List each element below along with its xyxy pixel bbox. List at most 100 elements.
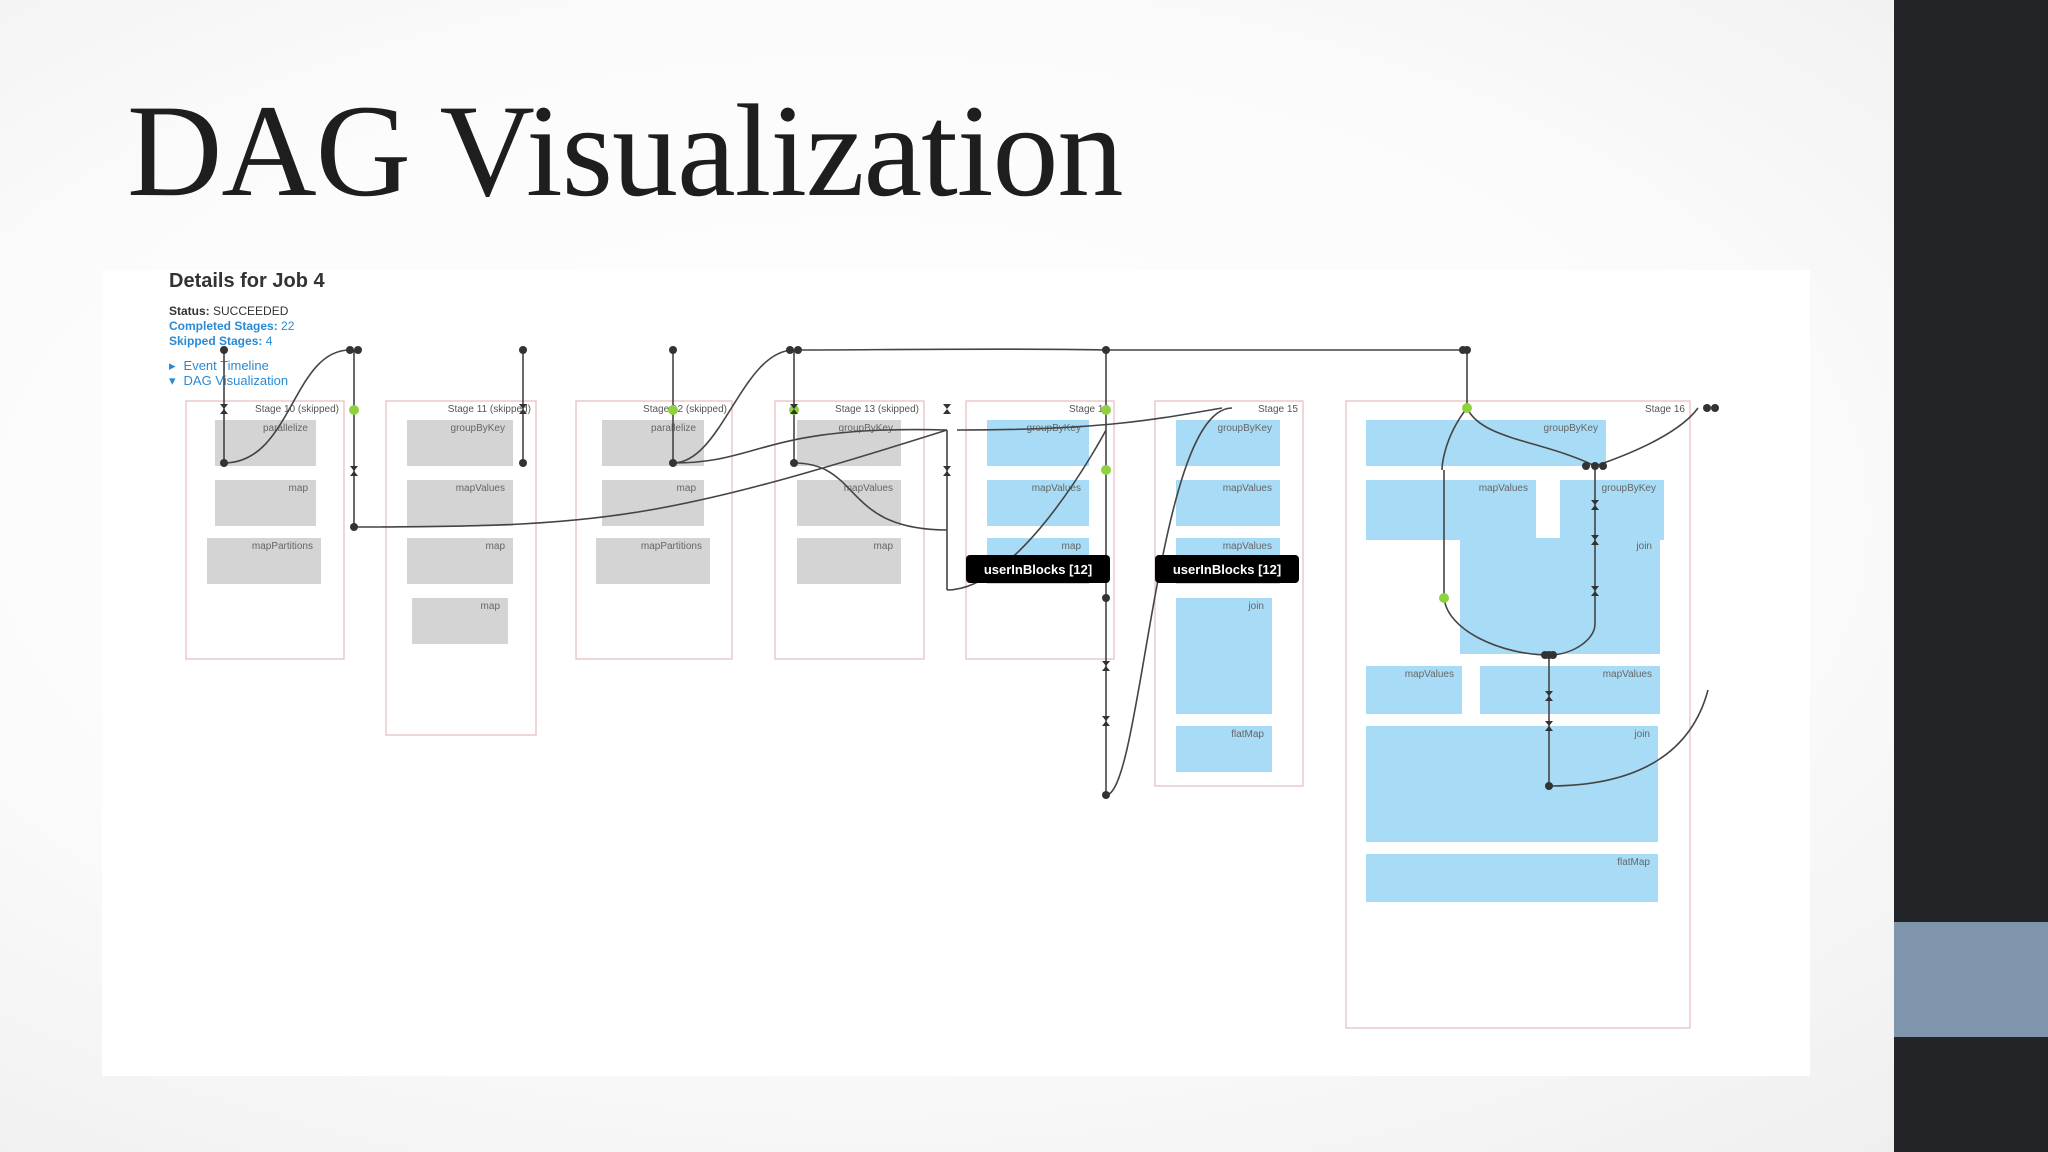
rdd-marker [350, 466, 358, 476]
slide-side-accent [1894, 922, 2048, 1037]
rdd-marker [1102, 661, 1110, 671]
operation-label: mapValues [1223, 483, 1272, 494]
operation-node[interactable] [407, 420, 513, 466]
rdd-dot [1711, 404, 1719, 412]
rdd-dot [354, 346, 362, 354]
operation-label: mapPartitions [641, 541, 702, 552]
rdd-tooltip: userInBlocks [12] [1155, 555, 1299, 583]
rdd-marker [790, 404, 798, 414]
rdd-marker [1545, 721, 1553, 731]
rdd-dot [1102, 594, 1110, 602]
rdd-dot [1591, 462, 1599, 470]
slide-title: DAG Visualization [127, 77, 1123, 224]
rdd-dot [519, 346, 527, 354]
operation-label: map [677, 483, 697, 494]
rdd-dot [1459, 346, 1467, 354]
operation-label: groupByKey [1218, 423, 1272, 434]
rdd-dot [669, 459, 677, 467]
rdd-marker [943, 404, 951, 414]
rdd-marker [1545, 691, 1553, 701]
operation-label: map [874, 541, 894, 552]
operation-node[interactable] [1560, 480, 1664, 540]
operation-node[interactable] [1366, 726, 1658, 842]
stage-label: Stage 12 (skipped) [643, 404, 727, 415]
operation-node[interactable] [596, 538, 710, 584]
operation-node[interactable] [602, 420, 704, 466]
operation-node[interactable] [215, 480, 316, 526]
tooltip-text: userInBlocks [12] [984, 562, 1092, 577]
operation-node[interactable] [1480, 666, 1660, 714]
cached-dot [668, 405, 678, 415]
rdd-dot [669, 346, 677, 354]
status-line: Status: SUCCEEDED [169, 304, 289, 318]
rdd-dot [1102, 791, 1110, 799]
rdd-dot [1703, 404, 1711, 412]
rdd-dot [350, 523, 358, 531]
rdd-dot [790, 459, 798, 467]
operation-label: mapValues [1032, 483, 1081, 494]
operation-node[interactable] [207, 538, 321, 584]
rdd-dot [1545, 782, 1553, 790]
operation-label: map [1062, 541, 1082, 552]
operation-node[interactable] [407, 538, 513, 584]
rdd-dot [786, 346, 794, 354]
stage-label: Stage 13 (skipped) [835, 404, 919, 415]
rdd-tooltip: userInBlocks [12] [966, 555, 1110, 583]
operation-node[interactable] [1176, 598, 1272, 714]
stage-label: Stage 11 (skipped) [448, 404, 531, 415]
dag-graph: Stage 10 (skipped) parallelize map mapParti… [185, 346, 1719, 1029]
dag-edge [672, 428, 948, 464]
operation-node[interactable] [412, 598, 508, 644]
operation-label: parallelize [263, 423, 308, 434]
rdd-dot [1549, 651, 1557, 659]
operation-label: groupByKey [1544, 423, 1598, 434]
spark-ui-screenshot: Details for Job 4 Status: SUCCEEDED Comp… [102, 270, 1810, 1076]
rdd-marker [1102, 716, 1110, 726]
dag-edge [672, 349, 795, 464]
view-toggles: ▸Event Timeline ▾DAG Visualization [169, 358, 288, 388]
stage-label: Stage 14 [1069, 404, 1109, 415]
rdd-dot [1582, 462, 1590, 470]
cached-dot [1101, 465, 1111, 475]
operation-label: map [289, 483, 309, 494]
rdd-marker [220, 404, 228, 414]
rdd-dot [1599, 462, 1607, 470]
rdd-marker [519, 404, 527, 414]
operation-label: map [481, 601, 501, 612]
operation-node[interactable] [1176, 420, 1280, 466]
operation-label: join [1633, 729, 1650, 740]
operation-node[interactable] [1176, 480, 1280, 526]
operation-node[interactable] [797, 538, 901, 584]
event-timeline-toggle[interactable]: ▸Event Timeline [169, 358, 269, 373]
operation-node[interactable] [1460, 538, 1660, 654]
operation-node[interactable] [1176, 726, 1272, 772]
collapse-arrow-icon: ▾ [169, 373, 176, 388]
operation-node[interactable] [1366, 666, 1462, 714]
completed-stages-line[interactable]: Completed Stages: 22 [169, 319, 295, 333]
dag-edge [1594, 407, 1699, 467]
operation-node[interactable] [987, 480, 1089, 526]
operation-node[interactable] [1366, 480, 1536, 540]
cached-dot [1101, 405, 1111, 415]
dag-visualization-toggle[interactable]: ▾DAG Visualization [169, 373, 289, 388]
rdd-dot [1541, 651, 1549, 659]
job-title: Details for Job 4 [169, 270, 325, 292]
dag-edge [1443, 594, 1550, 656]
operation-label: mapValues [1405, 669, 1454, 680]
dag-edge [1548, 689, 1709, 787]
operation-label: groupByKey [451, 423, 505, 434]
operation-label: groupByKey [839, 423, 893, 434]
rdd-dot [220, 346, 228, 354]
rdd-marker [943, 466, 951, 476]
rdd-marker [1591, 535, 1599, 545]
dag-edge [793, 348, 1107, 351]
operation-node[interactable] [407, 480, 513, 526]
rdd-dot [346, 346, 354, 354]
expand-arrow-icon: ▸ [169, 358, 176, 373]
operation-node[interactable] [1366, 854, 1658, 902]
operation-label: join [1635, 541, 1652, 552]
operation-node[interactable] [797, 420, 901, 466]
stage-label: Stage 10 (skipped) [255, 404, 339, 415]
skipped-stages-line[interactable]: Skipped Stages: 4 [169, 334, 273, 348]
rdd-dot [519, 459, 527, 467]
